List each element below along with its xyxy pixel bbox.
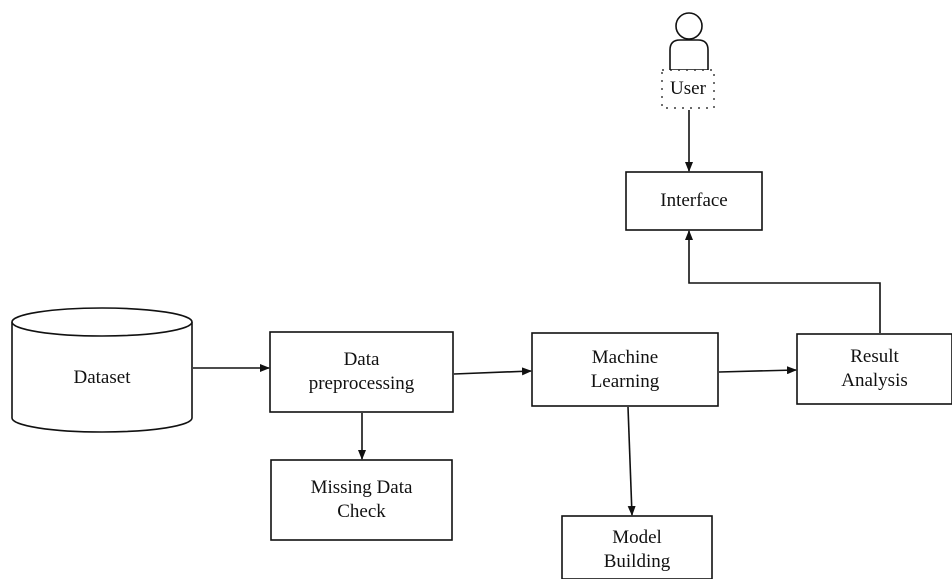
interface-box	[625, 171, 763, 231]
edge-result-analysis-to-interface	[685, 230, 881, 333]
user-person-icon	[669, 12, 709, 71]
user-label: User	[670, 78, 706, 99]
data-preprocessing-label: Data preprocessing	[308, 349, 415, 394]
edge-machine-learning-to-model-building	[627, 406, 636, 516]
machine-learning-box	[531, 332, 719, 407]
database-cylinder-icon	[11, 307, 193, 433]
interface-label: Interface	[660, 190, 728, 211]
data-preprocessing-box	[269, 331, 454, 413]
edge-machine-learning-to-result-analysis	[718, 366, 797, 375]
missing-data-check-label: Missing Data Check	[310, 477, 413, 522]
result-analysis-label: Result Analysis	[841, 346, 908, 391]
result-analysis-box	[796, 333, 952, 405]
missing-data-check-box	[270, 459, 453, 541]
user-label-box	[661, 69, 715, 109]
edge-data-preprocessing-to-machine-learning	[453, 367, 532, 376]
dataset-label: Dataset	[73, 367, 131, 388]
model-building-label: Model Building	[603, 526, 671, 572]
model-building-box	[561, 515, 713, 579]
machine-learning-label: Machine Learning	[590, 346, 660, 392]
